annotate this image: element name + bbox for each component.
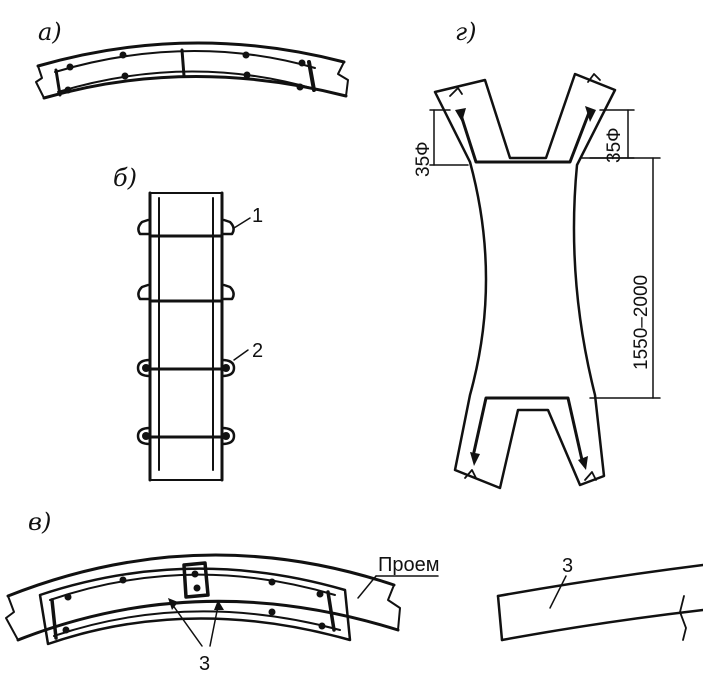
panel-a-rebar-dot <box>242 51 250 59</box>
panel-a-rebar-dot <box>296 83 304 91</box>
panel-a-stirrup-left <box>54 68 62 97</box>
panel-b-loop-dot <box>222 432 230 440</box>
panel-v: в) 3 Проем <box>5 508 703 675</box>
panel-v-center-stirrup <box>182 561 210 599</box>
panel-g-arrow <box>470 452 480 466</box>
panel-b-hook-left <box>137 218 152 236</box>
panel-g-arrow <box>585 106 596 122</box>
panel-b-callout-2: 2 <box>252 340 263 362</box>
panel-g-arrow <box>578 456 588 470</box>
panel-b-label: б) <box>113 164 137 192</box>
panel-a-rebar-dot <box>119 51 127 59</box>
panel-v-detail-top <box>496 563 703 598</box>
panel-v-detail-end <box>496 594 504 642</box>
panel-a-rebar-dot <box>66 63 74 71</box>
panel-v-detail-leader <box>549 575 567 609</box>
panel-v-rebar-dot <box>316 590 324 598</box>
panel-v-rebar-dot <box>119 576 127 584</box>
panel-b-loop-left <box>136 426 152 446</box>
panel-b-leader-2 <box>233 349 249 361</box>
panel-a-rebar-dot <box>121 72 129 80</box>
panel-a-stirrup-center <box>180 48 186 78</box>
panel-b-hook-right <box>220 218 235 236</box>
panel-b-loop-dot <box>142 432 150 440</box>
panel-v-stirrup-right <box>326 590 336 632</box>
panel-a-stirrup-right <box>307 60 316 92</box>
panel-b-loop-dot <box>222 364 230 372</box>
panel-v-rebar-dot <box>268 608 276 616</box>
panel-g-outline <box>433 72 617 490</box>
panel-a-rebar-bottom <box>57 70 319 93</box>
panel-b-loop-right <box>220 358 236 378</box>
panel-v-rebar-bottom <box>53 610 341 637</box>
panel-a-rebar-dot <box>243 71 251 79</box>
panel-b: б) 1 2 <box>113 164 263 482</box>
panel-v-opening-label: Проем <box>378 554 440 576</box>
panel-a-break-left <box>35 65 45 99</box>
panel-v-rebar-dot <box>193 584 201 592</box>
panel-v-insert <box>38 567 352 646</box>
panel-v-arrow <box>168 598 178 610</box>
panel-v-callout-3: 3 <box>199 653 210 675</box>
panel-g-dim-height: 1550–2000 <box>631 275 652 370</box>
panel-b-hook-left <box>137 283 152 301</box>
panel-a-label: а) <box>38 18 62 46</box>
panel-g-break <box>587 73 601 83</box>
panel-b-leader-1 <box>233 217 251 229</box>
panel-g-dim-right: 35Ф <box>604 127 625 163</box>
panel-v-rebar-top <box>49 573 336 601</box>
panel-g-dim-left: 35Ф <box>413 141 434 177</box>
panel-v-opening-leader <box>357 575 377 599</box>
panel-a-rebar-dot <box>298 59 306 67</box>
panel-v-rebar-dot <box>191 570 199 578</box>
panel-v-leader-3 <box>209 605 219 647</box>
panel-v-leader-3 <box>171 603 203 647</box>
panel-v-rebar-dot <box>62 626 70 634</box>
panel-v-break-right <box>387 584 401 631</box>
panel-b-callout-1: 1 <box>252 205 263 227</box>
panel-g-break <box>584 471 597 481</box>
panel-v-rebar-dot <box>268 578 276 586</box>
panel-a-break-right <box>337 61 349 97</box>
panel-v-rebar-dot <box>318 622 326 630</box>
panel-g-break <box>449 87 463 97</box>
panel-a-beam-top <box>36 41 346 68</box>
panel-a-rebar-top <box>54 49 316 73</box>
panel-a: а) <box>35 18 349 100</box>
panel-v-beam-top <box>6 553 396 598</box>
panel-g: г) 35Ф 35Ф 1550–2000 <box>413 18 661 490</box>
panel-b-loop-right <box>220 426 236 446</box>
panel-v-rebar-dot <box>64 593 72 601</box>
panel-v-detail-bottom <box>500 608 703 642</box>
panel-v-label: в) <box>28 508 51 536</box>
panel-g-arrow <box>455 108 466 122</box>
panel-g-rebar-bottom <box>472 396 584 462</box>
panel-v-stirrup-left <box>50 598 58 640</box>
panel-g-label: г) <box>455 18 477 46</box>
panel-g-break <box>464 469 477 479</box>
panel-b-hook-right <box>220 283 235 301</box>
panel-v-detail-callout-3: 3 <box>562 555 573 577</box>
panel-v-break-left <box>5 595 19 641</box>
panel-a-rebar-dot <box>64 86 72 94</box>
panel-v-detail-break <box>679 595 687 641</box>
panel-b-loop-left <box>136 358 152 378</box>
panel-v-arrow <box>214 600 224 610</box>
panel-g-rebar-top <box>458 108 592 164</box>
panel-b-loop-dot <box>142 364 150 372</box>
panel-v-beam-bottom <box>16 599 400 642</box>
